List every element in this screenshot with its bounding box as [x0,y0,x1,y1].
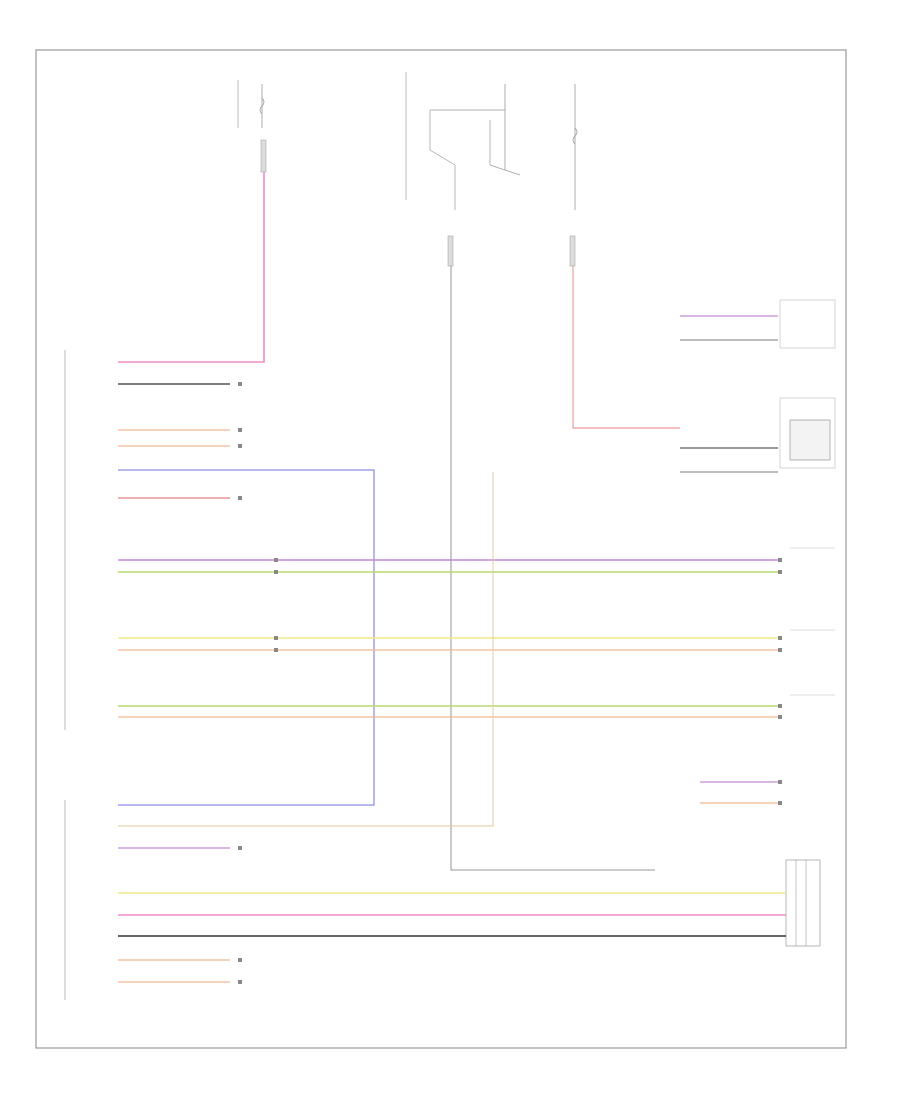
wire-tan-return [118,472,494,827]
terminal-marker-left [238,496,242,500]
splice-marker [274,636,278,640]
terminal-marker-right [778,780,782,784]
splice-marker [274,558,278,562]
right-module-brackets [779,299,836,947]
terminal-marker-right [778,648,782,652]
terminal-marker-right [778,715,782,719]
terminal-marker-left [238,980,242,984]
top-left-fuse-block [237,80,267,173]
marker-layer [238,382,782,984]
wire-pink-power [118,172,265,363]
terminal-marker-left [238,382,242,386]
terminal-marker-left [238,428,242,432]
connector-right [569,235,576,267]
connector-center [447,235,454,267]
wire-gray-center [450,266,655,871]
terminal-marker-left [238,958,242,962]
terminal-marker-right [778,570,782,574]
terminal-marker-right [778,704,782,708]
wire-red-right [572,266,680,429]
terminal-marker-left [238,846,242,850]
terminal-marker-right [778,801,782,805]
splice-marker [274,570,278,574]
top-center-switch-block [405,72,578,267]
diagram-frame [35,49,847,1049]
terminal-marker-right [778,558,782,562]
splice-marker [274,648,278,652]
terminal-marker-right [778,636,782,640]
terminal-marker-left [238,444,242,448]
connector-top-left [260,139,267,173]
wire-layer [118,172,786,983]
